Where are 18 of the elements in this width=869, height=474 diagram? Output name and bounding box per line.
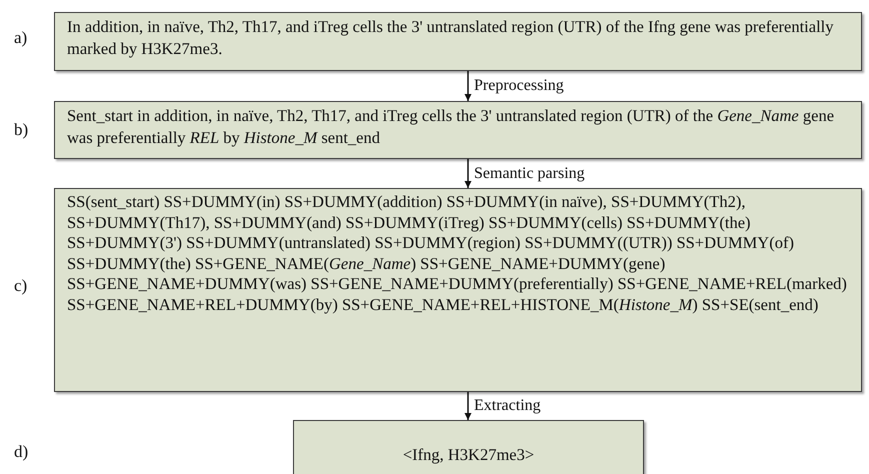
process-box — [54, 188, 862, 392]
box-text: In addition, in naïve, Th2, Th17, and iTreg cells the 3' untranslated region (UTR) of the Ifng gene was preferentially marked by H3K27me3. — [67, 16, 835, 60]
arrow — [464, 71, 472, 101]
box-text: SS(sent_start) SS+DUMMY(in) SS+DUMMY(addition) SS+DUMMY(in naïve), SS+DUMMY(Th2), SS+DUMMY(Th17), SS+DUMMY(and) SS+DUMMY(iTreg) SS+DUMMY(cells) SS+DUMMY(the) SS+DUMMY(3') SS+DUMMY(untranslated) SS+DUMMY(region) SS+DUMMY((UTR)) SS+DUMMY(of) SS+DUMMY(the) SS+GENE_NAME(Gene_Name) SS+GENE_NAME+DUMMY(gene) SS+GENE_NAME+DUMMY(was) SS+GENE_NAME+DUMMY(preferentially) SS+GENE_NAME+REL(marked) SS+GENE_NAME+REL+DUMMY(by) SS+GENE_NAME+REL+HISTONE_M(Histone_M) SS+SE(sent_end) — [67, 192, 848, 316]
process-box — [54, 12, 862, 71]
edge-label: Preprocessing — [473, 77, 565, 95]
step-label: d) — [14, 442, 28, 462]
edge-label: Extracting — [473, 397, 542, 415]
edge-label: Semantic parsing — [473, 164, 586, 182]
arrow — [464, 392, 472, 420]
process-box — [54, 101, 862, 159]
step-label: a) — [14, 28, 28, 48]
box-text: <Ifng, H3K27me3> — [402, 445, 534, 465]
step-label: c) — [14, 276, 28, 296]
arrow — [464, 159, 472, 188]
step-label: b) — [14, 120, 28, 140]
process-box — [293, 420, 644, 474]
box-text: Sent_start in addition, in naïve, Th2, Th17, and iTreg cells the 3' untranslated region (UTR) of the Gene_Name gene was preferentially REL by Histone_M sent_end — [67, 105, 836, 149]
